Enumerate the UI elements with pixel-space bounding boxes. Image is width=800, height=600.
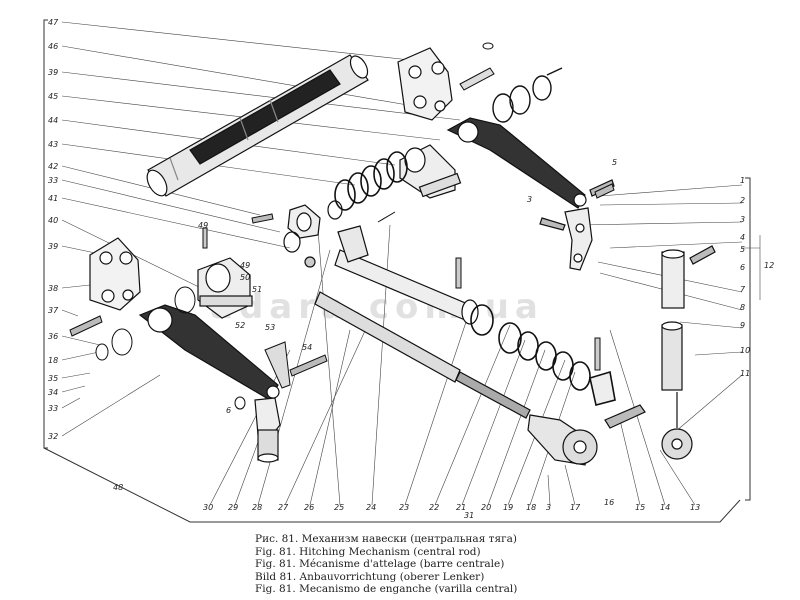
callout-3-mid: 3 bbox=[527, 195, 532, 204]
upper-pin bbox=[459, 42, 495, 91]
callout-23: 23 bbox=[399, 503, 409, 512]
callout-49b: 49 bbox=[240, 261, 250, 270]
callouts-left: 47 46 39 45 44 43 42 33 41 40 39 38 37 3… bbox=[48, 18, 59, 441]
callout-38: 38 bbox=[48, 284, 58, 293]
bearing-block bbox=[399, 144, 462, 199]
callout-54: 54 bbox=[302, 343, 312, 352]
caption-fr: Fig. 81. Mécanisme d'attelage (barre cen… bbox=[255, 558, 505, 570]
splined-shaft bbox=[146, 54, 369, 197]
central-rod bbox=[314, 225, 531, 419]
small-parts bbox=[69, 183, 615, 410]
callout-3: 3 bbox=[740, 215, 745, 224]
left-bracket bbox=[43, 19, 48, 449]
left-lift-arm bbox=[138, 304, 280, 401]
callout-43: 43 bbox=[48, 140, 58, 149]
callouts-bottom: 30 29 28 27 26 25 24 23 22 21 20 19 18 3… bbox=[113, 483, 700, 520]
left-bearing-block bbox=[197, 257, 253, 319]
caption-ru: Рис. 81. Механизм навески (центральная т… bbox=[255, 533, 517, 545]
callout-34: 34 bbox=[48, 388, 58, 397]
callout-26: 26 bbox=[304, 503, 314, 512]
callout-33: 33 bbox=[48, 176, 58, 185]
callout-7: 7 bbox=[740, 285, 746, 294]
caption-en: Fig. 81. Hitching Mechanism (central rod… bbox=[255, 545, 481, 558]
callout-19: 19 bbox=[503, 503, 513, 512]
spring bbox=[334, 151, 408, 211]
callout-5: 5 bbox=[740, 245, 745, 254]
upper-bracket bbox=[397, 47, 453, 121]
callout-1: 1 bbox=[740, 176, 745, 185]
callout-30: 30 bbox=[203, 503, 213, 512]
callout-22: 22 bbox=[429, 503, 439, 512]
callout-6-left: 6 bbox=[226, 406, 231, 415]
callout-39b: 39 bbox=[48, 242, 58, 251]
left-bracket-part bbox=[89, 237, 141, 311]
callout-9: 9 bbox=[740, 321, 745, 330]
callout-40: 40 bbox=[48, 216, 58, 225]
callout-8: 8 bbox=[740, 303, 745, 312]
figure-caption: Рис. 81. Механизм навески (центральная т… bbox=[255, 533, 585, 596]
callout-21: 21 bbox=[456, 503, 466, 512]
rod-washers bbox=[470, 304, 616, 406]
callout-33b: 33 bbox=[48, 404, 58, 413]
callout-5-top: 5 bbox=[612, 158, 617, 167]
callout-13: 13 bbox=[690, 503, 700, 512]
right-link bbox=[539, 179, 716, 460]
callout-42: 42 bbox=[48, 162, 58, 171]
left-lower-link bbox=[254, 397, 281, 463]
callout-37: 37 bbox=[48, 306, 59, 315]
right-lift-arm bbox=[446, 117, 587, 209]
upper-washers bbox=[492, 67, 563, 123]
callout-45: 45 bbox=[48, 92, 58, 101]
callout-24: 24 bbox=[366, 503, 376, 512]
callout-28: 28 bbox=[252, 503, 262, 512]
callouts-inner: 49 49 50 51 52 53 54 6 3 5 bbox=[198, 158, 617, 415]
rod-end bbox=[527, 404, 646, 466]
caption-es: Fig. 81. Mecanismo de enganche (varilla … bbox=[255, 583, 518, 595]
callout-49: 49 bbox=[198, 221, 208, 230]
callout-46: 46 bbox=[48, 42, 58, 51]
callout-18: 18 bbox=[48, 356, 58, 365]
callout-25: 25 bbox=[334, 503, 344, 512]
callout-4: 4 bbox=[740, 233, 745, 242]
callout-16: 16 bbox=[604, 498, 614, 507]
callout-53: 53 bbox=[265, 323, 275, 332]
bottom-bracket bbox=[43, 177, 751, 523]
callout-18b: 18 bbox=[526, 503, 536, 512]
callout-20: 20 bbox=[481, 503, 491, 512]
callout-32: 32 bbox=[48, 432, 58, 441]
callout-29: 29 bbox=[228, 503, 238, 512]
callout-51: 51 bbox=[252, 285, 262, 294]
leader-lines bbox=[61, 21, 761, 506]
watermark: adara.com.ua bbox=[210, 287, 544, 327]
callout-15: 15 bbox=[635, 503, 645, 512]
caption-de: Bild 81. Anbauvorrichtung (oberer Lenker… bbox=[255, 570, 485, 583]
callout-47: 47 bbox=[48, 18, 59, 27]
callout-39: 39 bbox=[48, 68, 58, 77]
callout-6: 6 bbox=[740, 263, 745, 272]
callout-2: 2 bbox=[740, 196, 745, 205]
callout-44: 44 bbox=[48, 116, 58, 125]
callout-48: 48 bbox=[113, 483, 123, 492]
callout-31: 31 bbox=[464, 511, 474, 520]
callout-36: 36 bbox=[48, 332, 58, 341]
callout-27: 27 bbox=[278, 503, 289, 512]
callout-17: 17 bbox=[570, 503, 581, 512]
callout-50: 50 bbox=[240, 273, 250, 282]
callout-12: 12 bbox=[764, 261, 774, 270]
callout-3b: 3 bbox=[546, 503, 551, 512]
callout-14: 14 bbox=[660, 503, 670, 512]
clamps bbox=[283, 200, 343, 268]
callout-35: 35 bbox=[48, 374, 58, 383]
callout-52: 52 bbox=[235, 321, 245, 330]
callout-10: 10 bbox=[740, 346, 750, 355]
callout-11: 11 bbox=[740, 369, 750, 378]
callout-41: 41 bbox=[48, 194, 58, 203]
callouts-right: 1 2 3 4 5 6 7 8 9 10 11 12 bbox=[740, 176, 774, 378]
